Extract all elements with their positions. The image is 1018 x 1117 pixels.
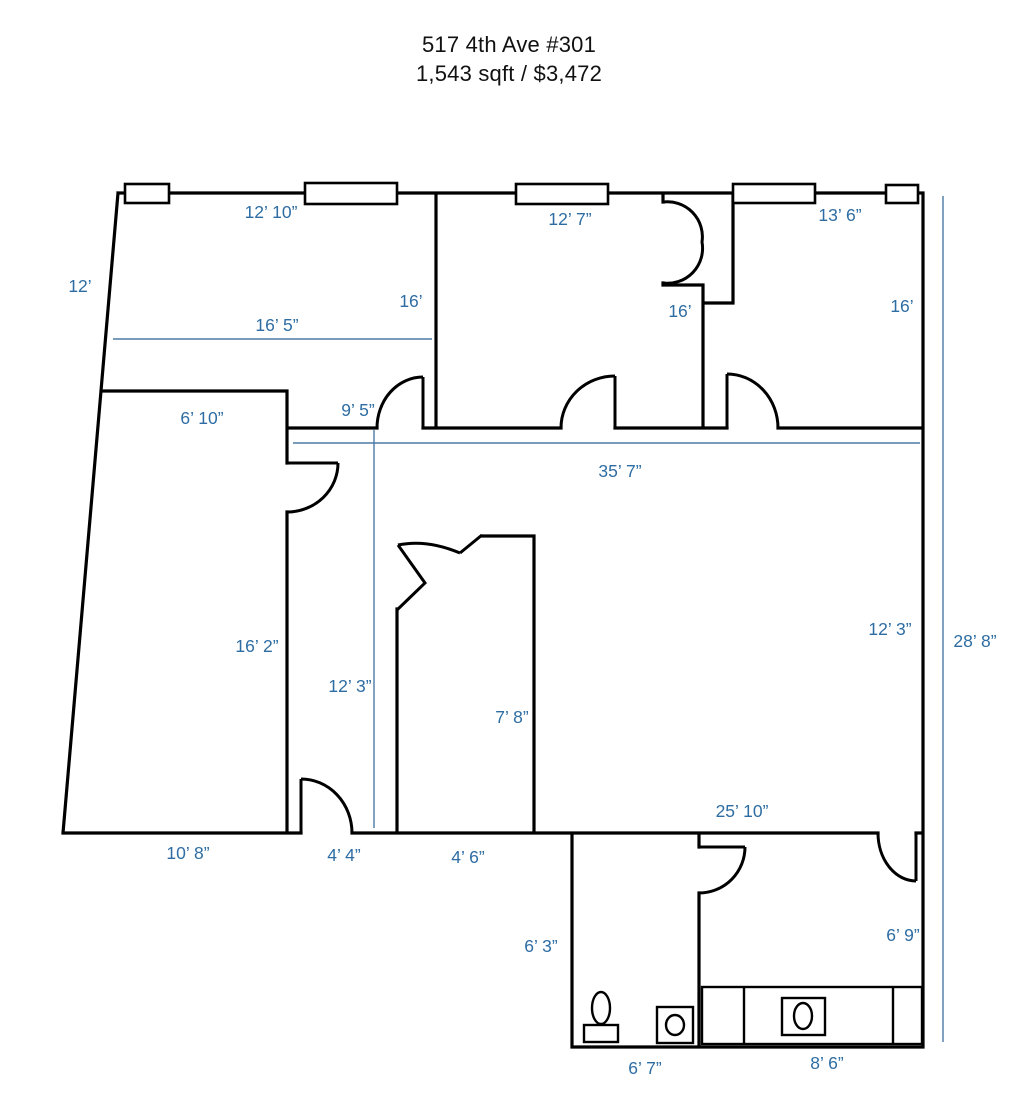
dim-label-left-room-height: 16’ 2” (235, 636, 278, 656)
dim-label-room3-depth: 16’ (890, 296, 913, 316)
dim-label-room2-width: 12’ 7” (548, 209, 591, 229)
dim-label-room1-interior: 16’ 5” (255, 315, 298, 335)
dim-label-left-bath-height: 6’ 3” (524, 936, 558, 956)
angled-corner-door (395, 533, 483, 612)
sink-icon (655, 1005, 695, 1045)
window-room1 (303, 181, 399, 206)
window-far-right (884, 183, 920, 205)
dim-label-left-room-top: 6’ 10” (180, 408, 223, 428)
door-main-entry (299, 777, 354, 834)
vanity-counter (700, 985, 924, 1046)
window-room3 (731, 182, 817, 205)
door-top-middle-room (559, 374, 617, 429)
window-far-left (123, 182, 171, 205)
plan-address: 517 4th Ave #301 (421, 32, 597, 57)
dim-label-main-width: 35’ 7” (598, 461, 641, 481)
dim-label-left-wall-12: 12’ (68, 276, 91, 296)
dim-label-room1-depth: 16’ (399, 291, 422, 311)
closet-double-doors (662, 200, 705, 285)
exterior-and-interior-walls (61, 191, 925, 1049)
dim-label-bottom-left: 10’ 8” (166, 843, 209, 863)
door-right-bathroom (876, 832, 918, 883)
dim-label-room3-width: 13’ 6” (818, 205, 861, 225)
dim-label-middle-room-width: 4’ 6” (451, 847, 485, 867)
door-top-left-room (375, 375, 425, 429)
dim-label-middle-room: 7’ 8” (495, 707, 529, 727)
door-left-room (286, 461, 340, 514)
dim-label-room1-width: 12’ 10” (245, 202, 298, 222)
dim-label-entry-door: 4’ 4” (327, 845, 361, 865)
dim-label-left-bath-width: 6’ 7” (628, 1058, 662, 1078)
window-room2 (514, 182, 610, 206)
dim-label-room2-depth: 16’ (668, 301, 691, 321)
door-bathroom-divider (698, 845, 747, 895)
dim-label-vanity-width: 8’ 6” (810, 1053, 844, 1073)
plan-size-price: 1,543 sqft / $3,472 (415, 61, 603, 87)
dim-label-right-room-width: 12’ 3” (868, 619, 911, 639)
dim-label-corridor-9-5: 9’ 5” (341, 400, 375, 420)
plan-title: 517 4th Ave #301 1,543 sqft / $3,472 (0, 30, 1018, 88)
dim-label-bottom-right-width: 25’ 10” (716, 801, 769, 821)
dim-label-total-height: 28’ 8” (953, 631, 996, 651)
toilet-icon (582, 990, 620, 1044)
door-top-right-room (725, 372, 780, 429)
dim-label-right-bath-height: 6’ 9” (886, 925, 920, 945)
dim-label-middle-height: 12’ 3” (328, 676, 371, 696)
